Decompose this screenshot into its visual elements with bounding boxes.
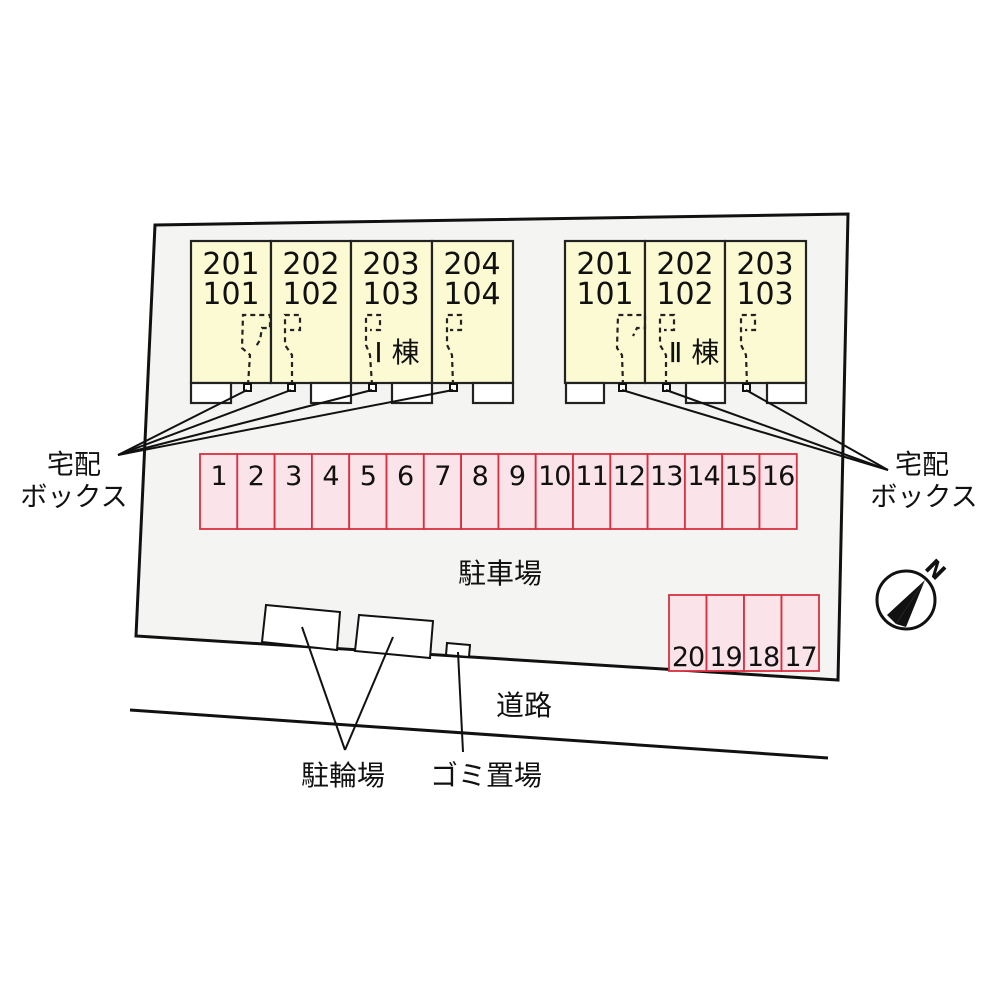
bicycle-leader-line	[301, 626, 346, 751]
unit-number: 203	[736, 247, 793, 282]
building-1: 201 101 202 102 203 103 204 104 Ⅰ 棟	[189, 239, 515, 405]
parking-space	[609, 453, 649, 530]
unit-number: 203	[362, 247, 419, 282]
balcony	[564, 381, 606, 405]
bicycle-parking-area	[353, 613, 435, 660]
parking-number: 9	[509, 461, 525, 492]
parking-row-bottom: 20 19 18 17	[668, 594, 820, 673]
delivery-box-label-left: ボックス	[20, 482, 127, 513]
parking-number: 1	[211, 461, 227, 492]
parking-number: 8	[472, 461, 488, 492]
unit-number: 101	[576, 277, 633, 312]
unit-3	[723, 239, 808, 385]
parking-space	[273, 453, 313, 530]
parking-number: 7	[434, 461, 450, 492]
unit-1	[563, 239, 647, 385]
parking-number: 11	[575, 461, 607, 492]
delivery-box-leaders-left	[117, 389, 454, 456]
garbage-area	[444, 641, 472, 659]
parking-number: 19	[709, 642, 741, 673]
unit-number: 101	[202, 277, 259, 312]
bicycle-parking-label: 駐輪場	[301, 759, 385, 792]
parking-number: 5	[360, 461, 376, 492]
unit-number: 204	[443, 247, 500, 282]
delivery-box-marker	[368, 383, 377, 392]
delivery-box-marker	[287, 383, 296, 392]
road-edge-line	[129, 708, 829, 760]
unit-number: 202	[656, 247, 713, 282]
balcony	[390, 381, 434, 405]
building-label: Ⅱ 棟	[669, 336, 720, 369]
unit-number: 104	[443, 277, 500, 312]
parking-number: 3	[285, 461, 301, 492]
unit-number: 201	[576, 247, 633, 282]
parking-space	[758, 453, 798, 530]
unit-number: 201	[202, 247, 259, 282]
parking-number: 18	[747, 642, 779, 673]
building-2: 201 101 202 102 203 103 Ⅱ 棟	[563, 239, 808, 405]
unit-2	[643, 239, 727, 385]
stair-dashed	[739, 313, 757, 386]
delivery-box-label-right: 宅配	[895, 450, 949, 481]
parking-number: 2	[248, 461, 264, 492]
parking-number: 6	[397, 461, 413, 492]
parking-space	[705, 594, 745, 672]
balcony	[765, 381, 808, 405]
parking-number: 12	[613, 461, 645, 492]
garbage-label: ゴミ置場	[430, 759, 542, 792]
road-label: 道路	[496, 689, 552, 722]
parking-number: 17	[784, 642, 816, 673]
parking-row-top: 1 2 3 4 5 6 7 8 9 10 11 12 13 14 15 16	[199, 453, 798, 530]
stair-dashed	[364, 313, 382, 386]
parking-number: 13	[650, 461, 682, 492]
unit-number: 102	[656, 277, 713, 312]
parking-space	[721, 453, 761, 530]
parking-space	[497, 453, 537, 530]
garbage-leader-line	[457, 651, 464, 753]
stair-dashed	[445, 313, 463, 386]
stair-dashed	[615, 313, 647, 386]
parking-number: 15	[725, 461, 757, 492]
parking-space	[572, 453, 612, 530]
bicycle-leader-line	[344, 636, 394, 751]
parking-space	[385, 453, 425, 530]
parking-space	[646, 453, 686, 530]
parking-number: 16	[762, 461, 794, 492]
parking-space	[668, 594, 708, 672]
unit-3	[349, 239, 434, 385]
delivery-box-label-right: ボックス	[870, 482, 977, 513]
parking-number: 4	[322, 461, 338, 492]
stair-dashed	[240, 313, 272, 386]
delivery-box-marker	[243, 383, 252, 392]
delivery-box-label-left: 宅配	[47, 450, 101, 481]
balcony	[684, 381, 727, 405]
parking-number: 20	[672, 642, 704, 673]
parking-space	[780, 594, 820, 672]
stair-dashed	[658, 313, 676, 385]
parking-number: 10	[538, 461, 570, 492]
unit-number: 103	[736, 277, 793, 312]
unit-number: 102	[282, 277, 339, 312]
balcony	[189, 381, 233, 405]
parking-space	[236, 453, 276, 530]
bicycle-parking-area	[260, 603, 342, 652]
unit-4	[430, 239, 515, 385]
parking-label: 駐車場	[458, 557, 542, 590]
delivery-box-leaders-right	[621, 389, 889, 471]
parking-space	[743, 594, 783, 672]
unit-number: 103	[362, 277, 419, 312]
unit-number: 202	[282, 247, 339, 282]
stair-dashed	[283, 313, 302, 385]
parking-space	[460, 453, 500, 530]
parking-space	[684, 453, 724, 530]
balcony	[471, 381, 515, 405]
compass-icon: N	[875, 555, 950, 631]
delivery-box-marker	[449, 383, 458, 392]
building-label: Ⅰ 棟	[374, 336, 419, 369]
parking-number: 14	[687, 461, 719, 492]
